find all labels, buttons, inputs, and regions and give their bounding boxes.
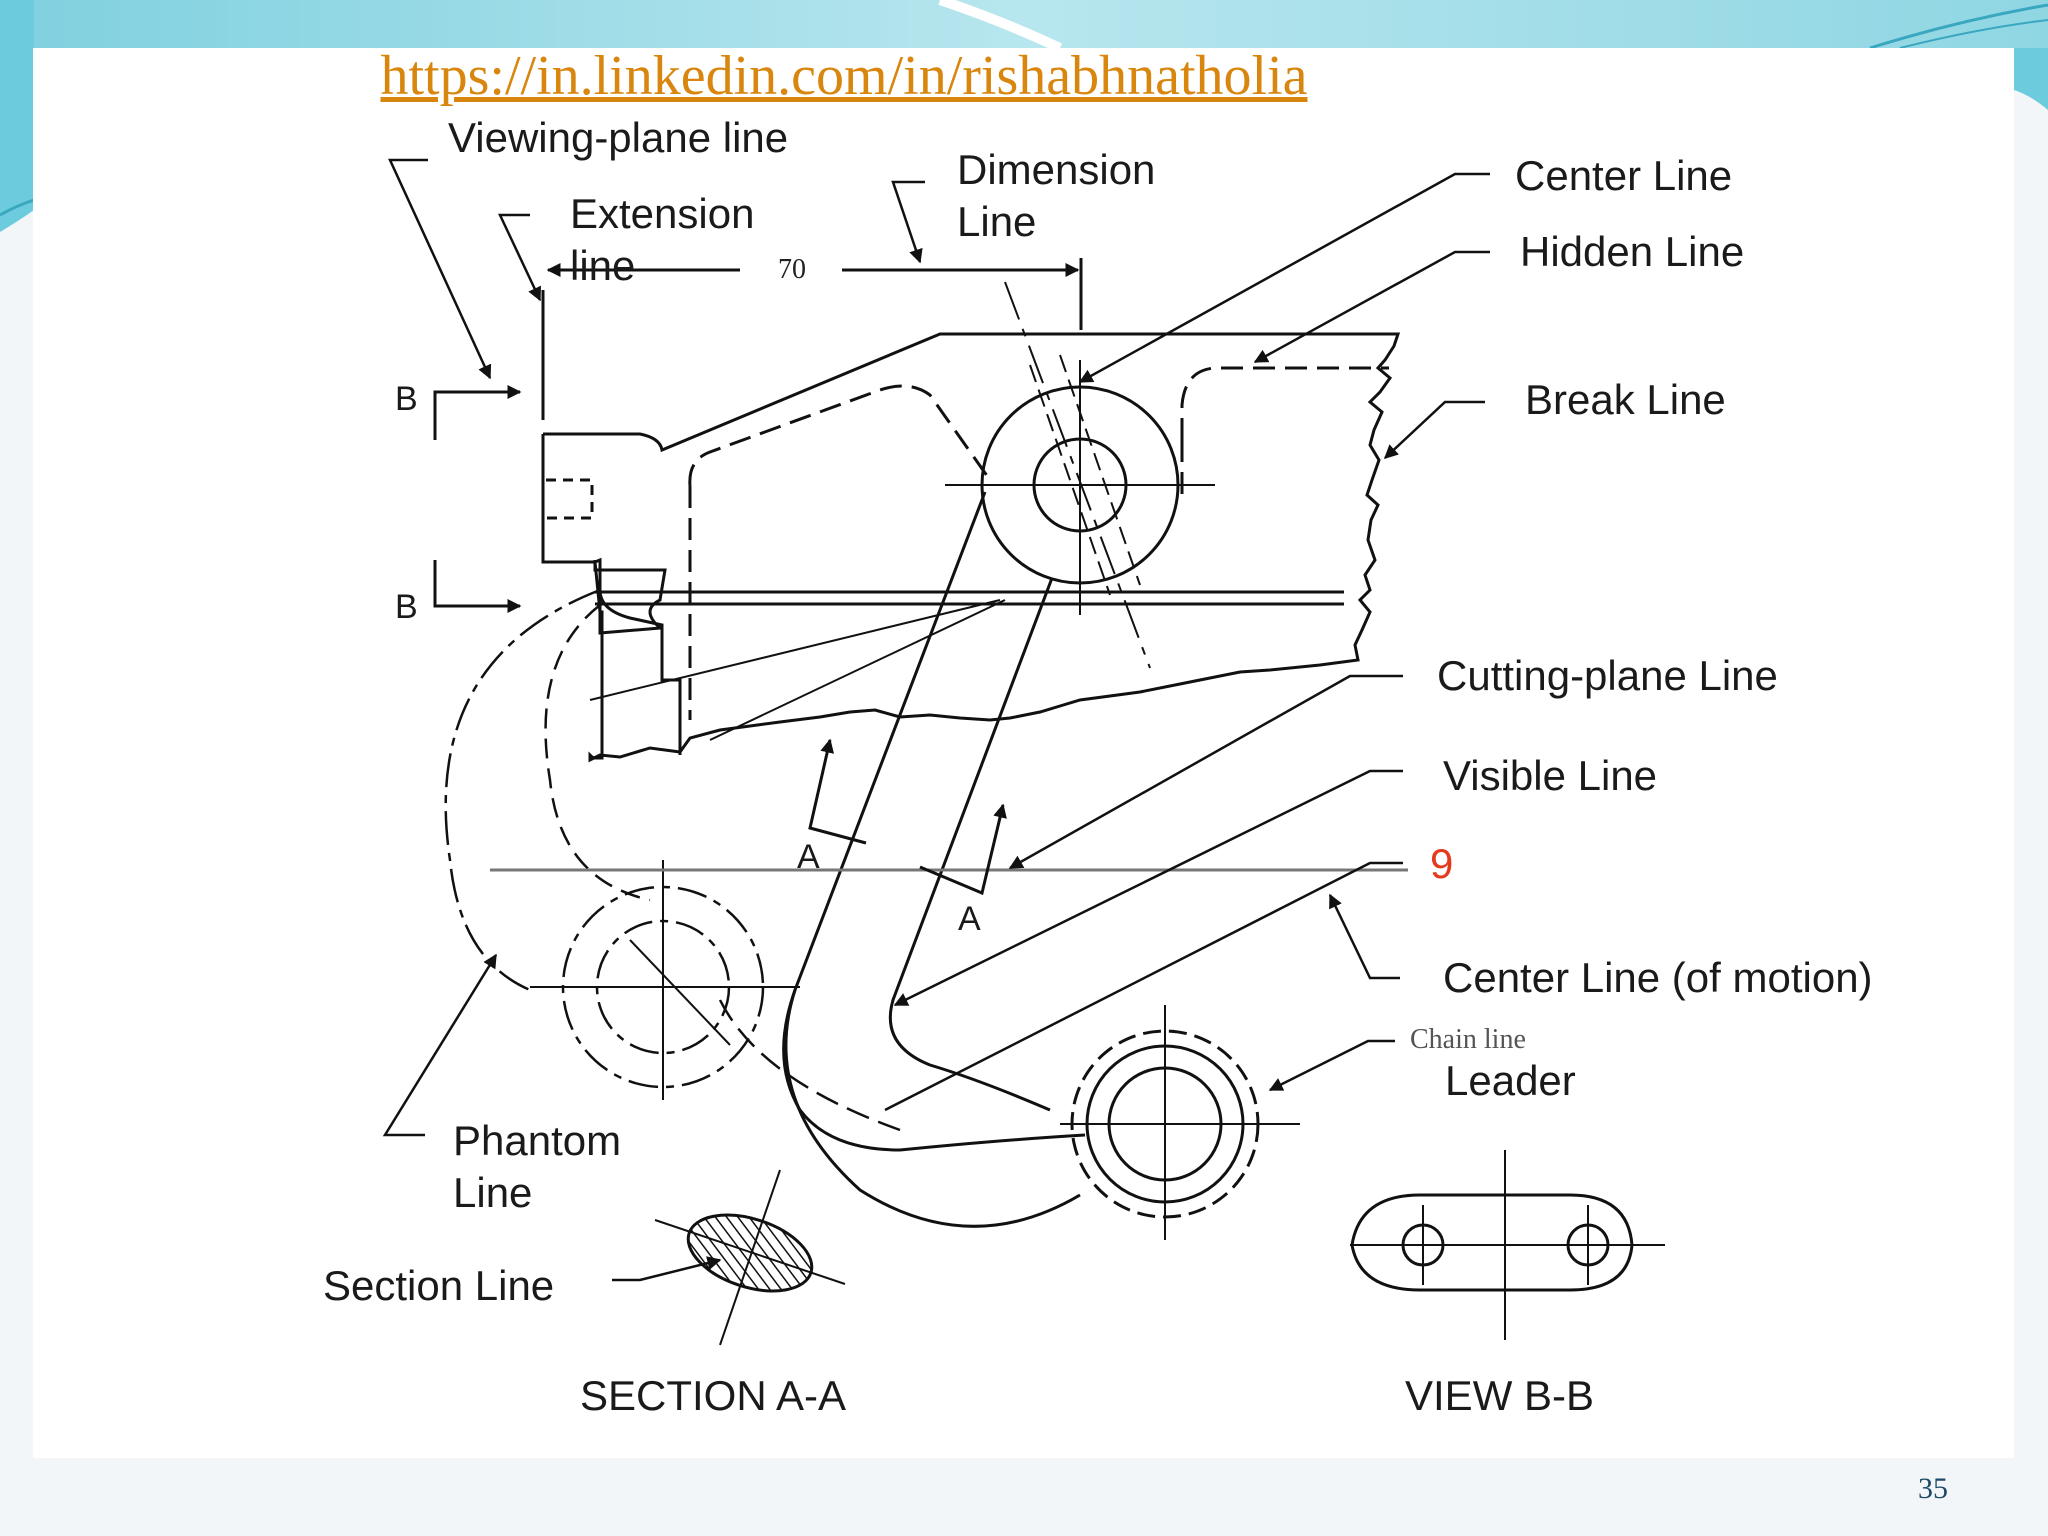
leader-phantom [382, 953, 498, 1137]
label-center-motion: Center Line (of motion) [1443, 954, 1873, 1001]
leader-visible [893, 769, 1403, 1007]
label-dimension-2: Line [957, 198, 1036, 245]
leader-dimension [891, 180, 925, 264]
viewing-plane-top [433, 385, 522, 440]
cutting-plane-left [808, 738, 867, 845]
label-section-line: Section Line [323, 1262, 554, 1309]
label-a-left: A [797, 838, 820, 876]
label-phantom-1: Phantom [453, 1117, 621, 1164]
line-types-diagram: Viewing-plane line Extension line 70 Dim… [323, 114, 1873, 1419]
leader-section [612, 1256, 722, 1282]
label-cutting-plane: Cutting-plane Line [1437, 652, 1778, 699]
leader-hidden [1253, 250, 1490, 364]
leader-break [1383, 400, 1485, 459]
leader-center-motion [1328, 893, 1400, 980]
body-outline [543, 332, 1401, 763]
top-wave-band [0, 0, 2048, 48]
label-chain-line: Chain line [1410, 1024, 1526, 1055]
hidden-line-right [1180, 366, 1389, 440]
page-number: 35 [1918, 1472, 1948, 1505]
arm-outline [782, 491, 1086, 1152]
viewing-plane-bottom [433, 560, 522, 613]
phantom-arc [444, 588, 601, 992]
leader-nine [884, 861, 1403, 1112]
linkedin-link[interactable]: https://in.linkedin.com/in/rishabhnathol… [380, 45, 1308, 107]
leader-center [1078, 172, 1490, 384]
label-viewing-plane: Viewing-plane line [448, 114, 788, 161]
label-dimension-value: 70 [778, 254, 806, 285]
leader-extension [498, 213, 542, 302]
leader-chain [1268, 1039, 1395, 1092]
label-break-line: Break Line [1525, 376, 1726, 423]
view-bb-outline [1350, 1193, 1634, 1292]
cutting-plane-right [919, 803, 1007, 896]
label-dimension-1: Dimension [957, 146, 1155, 193]
label-hidden-line: Hidden Line [1520, 228, 1744, 275]
label-b-top: B [395, 380, 418, 418]
left-wave-band [0, 0, 34, 232]
label-phantom-2: Line [453, 1169, 532, 1216]
label-extension-2: line [570, 242, 635, 289]
label-view-bb: VIEW B-B [1405, 1372, 1594, 1419]
leader-viewing-plane [388, 158, 492, 380]
leader-cutting [1008, 674, 1403, 870]
label-leader: Leader [1445, 1057, 1576, 1104]
label-nine: 9 [1430, 840, 1453, 887]
label-center-line: Center Line [1515, 152, 1732, 199]
label-extension-1: Extension [570, 190, 754, 237]
label-a-right: A [958, 900, 981, 938]
body-left-block [541, 434, 667, 635]
label-b-bottom: B [395, 588, 418, 626]
hidden-line-left [688, 384, 992, 487]
label-visible-line: Visible Line [1443, 752, 1657, 799]
label-section-aa: SECTION A-A [580, 1372, 846, 1419]
white-content-area [33, 48, 2014, 1458]
